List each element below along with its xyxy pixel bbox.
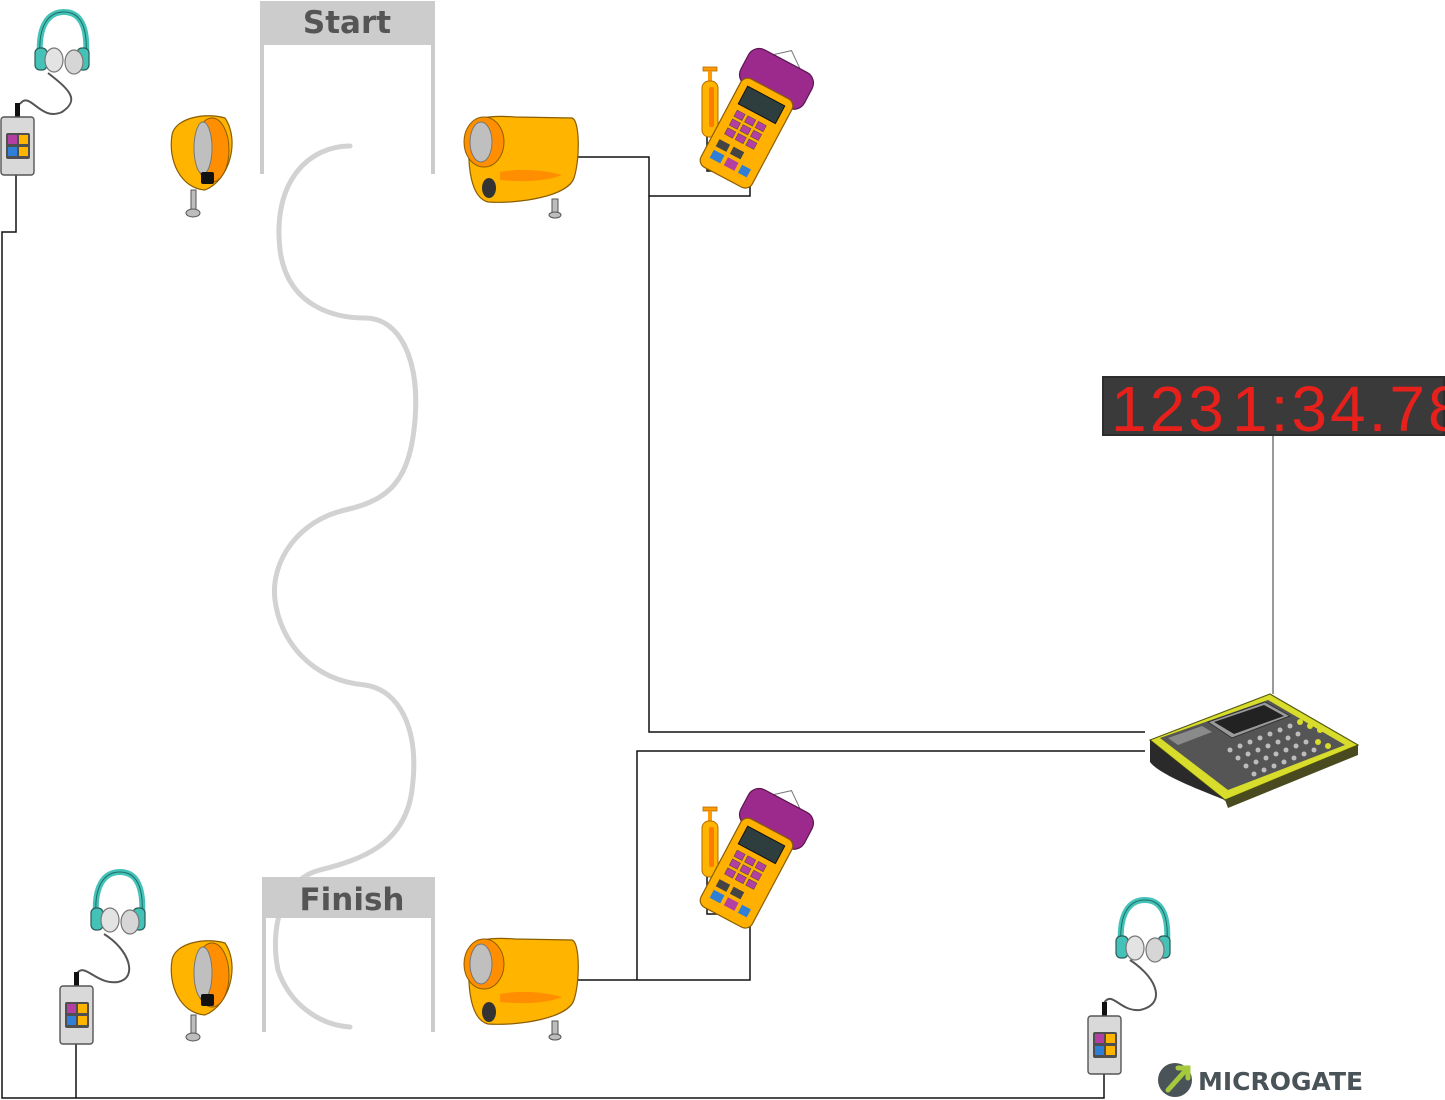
cable-start-to-console [648,196,1145,733]
finish-gate: Finish [262,877,435,1032]
reflector-icon [170,115,233,218]
microgate-logo-icon: MICROGATE [1158,1063,1363,1097]
start-handheld-timer-icon [691,33,824,196]
timing-console-icon [1148,693,1360,808]
display-bib: 123 [1111,373,1227,445]
headset-icon [1116,900,1170,962]
headset-icon [35,12,89,74]
reflector-icon [170,940,233,1042]
finish-photocell-icon [463,937,579,1041]
display-time: 1:34.78 [1232,373,1445,445]
radio-transceiver-icon [59,971,94,1045]
start-gate: Start [260,1,435,174]
cable-start-radio [1,175,1105,1099]
brand-name: MICROGATE [1198,1067,1363,1096]
cable-finish-to-console [636,750,1145,980]
finish-label: Finish [299,882,404,918]
finish-handheld-timer-icon [691,773,824,936]
start-photocell-icon [463,115,579,219]
radio-transceiver-icon [0,102,35,176]
radio-transceiver-icon [1087,1001,1122,1075]
led-scoreboard-icon: 123 1:34.78 [1102,373,1445,445]
headset-icon [91,872,145,934]
start-label: Start [303,5,391,41]
cable-finish-cell [576,905,751,981]
